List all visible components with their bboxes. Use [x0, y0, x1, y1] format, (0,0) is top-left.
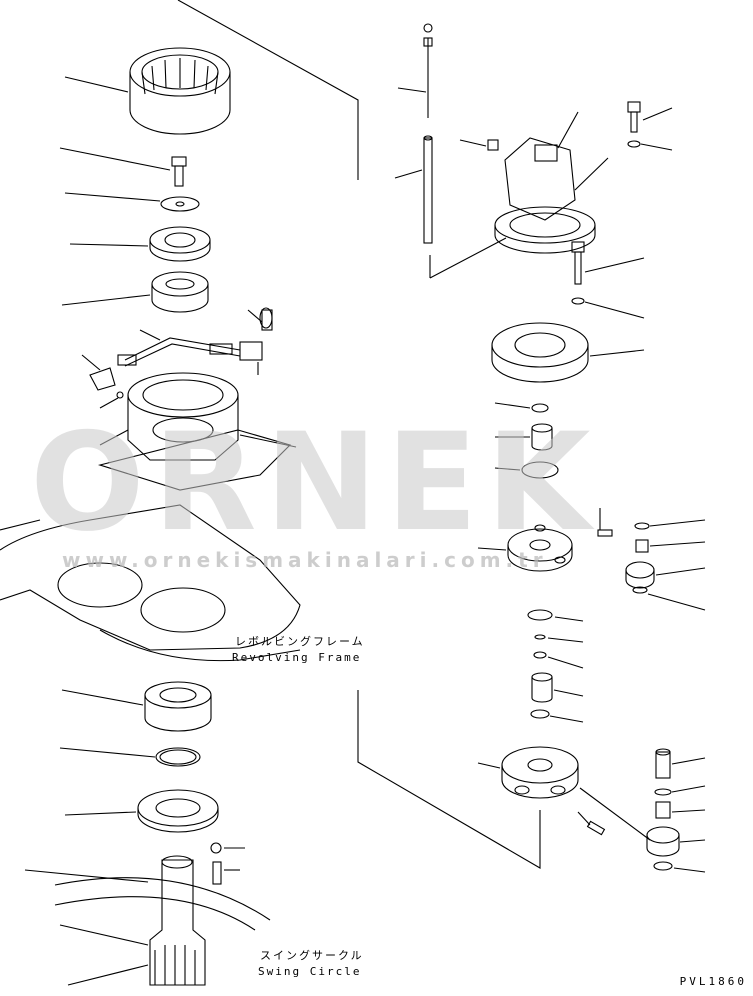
swing-circle-label-en: Swing Circle: [258, 965, 362, 978]
bolt-2: [627, 101, 641, 148]
pin-2: [586, 820, 606, 836]
swing-motor: [487, 137, 596, 254]
bearing-1: [151, 271, 209, 313]
long-bolt: [571, 241, 585, 305]
frame-lines: [177, 0, 541, 869]
drawing-code: PVL1860: [679, 975, 747, 988]
carrier-1: [507, 524, 573, 572]
planet-gear-2: [646, 826, 680, 857]
washer-small-3: [632, 586, 648, 594]
swing-circle-arc: [54, 877, 271, 931]
pinion-shaft: [149, 855, 206, 986]
hose-assembly: [89, 307, 273, 391]
revolving-frame-label-jp: レボルビングフレーム: [235, 635, 365, 648]
dipstick: [423, 23, 433, 118]
washer-small-1: [531, 403, 549, 413]
swing-circle-label-jp: スイングサークル: [260, 949, 364, 962]
swing-housing: [97, 372, 292, 491]
thrust-washer: [521, 461, 559, 479]
sun-gear-2: [531, 672, 553, 703]
needle-bearing-1: [635, 539, 649, 553]
planet-gear-1: [625, 561, 655, 589]
seal-ring: [155, 747, 201, 767]
carrier-2: [501, 746, 579, 799]
carrier-disc: [149, 226, 211, 262]
shaft-pin: [655, 748, 671, 779]
washer-1: [160, 196, 200, 212]
washer-small-2: [634, 522, 650, 530]
guide-tube: [423, 135, 433, 244]
watermark-url: www.ornekismakinalari.com.tr: [62, 548, 548, 572]
watermark-brand: ORNEK: [30, 404, 599, 561]
bottom-cover: [137, 789, 219, 833]
snap-ring: [527, 609, 553, 621]
needle-bearing-2: [655, 801, 671, 819]
revolving-frame-label-en: Revolving Frame: [232, 651, 362, 664]
revolving-frame: [0, 504, 301, 662]
spacer: [534, 634, 546, 640]
bearing-2: [144, 681, 212, 732]
pin-1: [597, 529, 613, 537]
ring-gear: [129, 47, 231, 135]
bolt-1: [171, 156, 187, 187]
leader-ring-gear: [64, 76, 129, 93]
washer-small-7: [653, 861, 673, 871]
sun-gear-1: [531, 423, 553, 451]
washer-small-5: [530, 709, 550, 719]
washer-small-4: [533, 651, 547, 659]
planetary-housing: [491, 322, 589, 383]
washer-small-6: [654, 788, 672, 796]
